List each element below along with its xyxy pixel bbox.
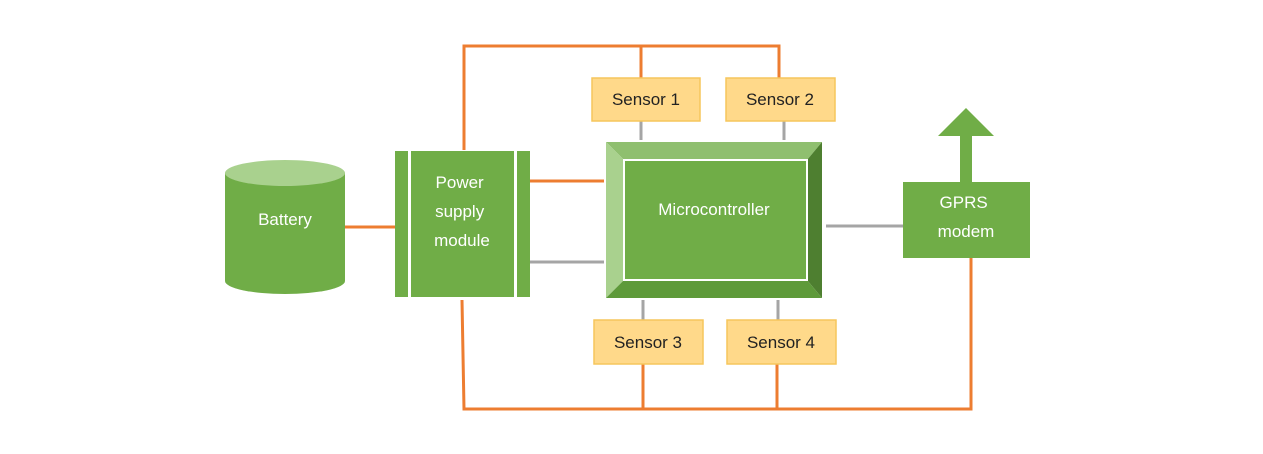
psu-right-divider (514, 151, 517, 297)
mcu-face (624, 160, 807, 280)
mcu-bevel-left (606, 142, 624, 298)
sensor-4-box (726, 319, 837, 365)
sensor-2-node: Sensor 2 (725, 77, 836, 122)
psu-label: Power supply module (434, 173, 490, 250)
power-wires (343, 44, 973, 411)
gprs-body (903, 182, 1030, 258)
power-wire-top-loop (462, 44, 781, 150)
sensor-3-box (593, 319, 704, 365)
mcu-label: Microcontroller (658, 200, 770, 219)
psu-body (395, 151, 530, 297)
mcu-bevel-bottom (606, 280, 822, 298)
battery-node: Battery (225, 160, 345, 294)
gprs-label: GPRS modem (938, 193, 995, 241)
power-wire-bottom-loop (460, 258, 973, 411)
power-supply-node: Power supply module (395, 151, 530, 297)
sensor-1-label: Sensor 1 (612, 90, 680, 109)
sensor-4-node: Sensor 4 (726, 319, 837, 365)
sensor-4-label: Sensor 4 (747, 333, 815, 352)
cylinder-icon (225, 173, 345, 294)
gprs-label-line1: GPRS (940, 193, 988, 212)
sensor-2-box (725, 77, 836, 122)
battery-label: Battery (258, 210, 312, 229)
sensor-1-box (591, 77, 701, 122)
mcu-bevel-top (606, 142, 822, 160)
up-arrow-icon (938, 108, 994, 182)
gprs-label-line2: modem (938, 222, 995, 241)
sensor-1-node: Sensor 1 (591, 77, 701, 122)
psu-left-divider (408, 151, 411, 297)
battery-top (225, 160, 345, 186)
microcontroller-node: Microcontroller (606, 142, 822, 298)
sensor-3-label: Sensor 3 (614, 333, 682, 352)
psu-label-line2: supply (435, 202, 485, 221)
data-wires (530, 121, 903, 320)
mcu-bevel-right (807, 142, 822, 298)
mcu-face-outline (623, 159, 808, 281)
sensor-2-label: Sensor 2 (746, 90, 814, 109)
psu-label-line3: module (434, 231, 490, 250)
gprs-node: GPRS modem (903, 108, 1030, 258)
psu-label-line1: Power (436, 173, 485, 192)
sensor-3-node: Sensor 3 (593, 319, 704, 365)
